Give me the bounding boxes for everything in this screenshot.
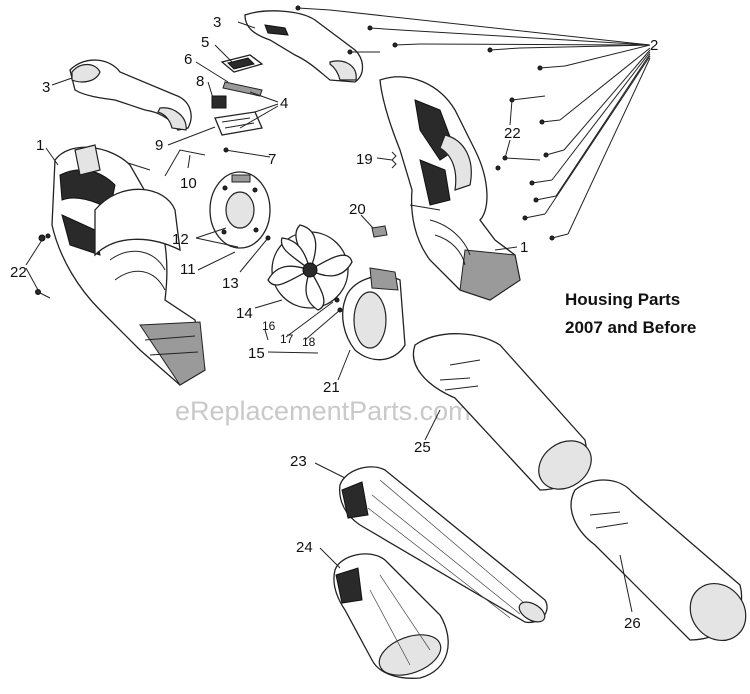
part-24-nozzle — [333, 553, 449, 679]
callout-25: 25 — [414, 439, 431, 456]
diagram-title-line2: 2007 and Before — [565, 318, 696, 337]
callout-26: 26 — [624, 615, 641, 632]
part-20-clip — [371, 225, 388, 238]
callout-7: 7 — [268, 151, 276, 168]
parts-15-18-hardware — [334, 297, 343, 313]
callout-22-left: 22 — [10, 264, 27, 281]
callout-18: 18 — [302, 335, 316, 349]
callout-2: 2 — [650, 37, 658, 54]
part-3-handle-top — [244, 10, 364, 83]
callout-numbers: 1 1 2 3 3 4 5 6 7 8 9 10 11 12 13 14 15 … — [10, 14, 658, 632]
callout-12: 12 — [172, 231, 189, 248]
part-8-switch — [211, 95, 227, 109]
watermark: eReplacementParts.com — [175, 396, 471, 426]
part-23-nozzle — [339, 466, 548, 624]
part-2-screws — [295, 5, 569, 241]
callout-20: 20 — [349, 201, 366, 218]
part-7-screw — [223, 147, 271, 158]
callout-19: 19 — [356, 151, 373, 168]
callout-24: 24 — [296, 539, 313, 556]
part-10-wire — [127, 149, 206, 177]
callout-1-left: 1 — [36, 137, 44, 154]
part-9-switch-plate — [214, 111, 263, 136]
callout-11: 11 — [180, 261, 196, 278]
leader-lines — [25, 9, 651, 613]
callout-3-top: 3 — [213, 14, 221, 31]
part-26-tube — [570, 479, 747, 642]
callout-10: 10 — [180, 175, 197, 192]
callout-3-left: 3 — [42, 79, 50, 96]
callout-15: 15 — [248, 345, 265, 362]
part-1-right-housing — [379, 76, 521, 301]
part-5-switch-cover — [220, 54, 264, 73]
part-1-left-housing — [51, 144, 206, 386]
part-22-screws-right — [495, 95, 546, 171]
callout-5: 5 — [201, 34, 209, 51]
callout-23: 23 — [290, 453, 307, 470]
callout-16: 16 — [262, 319, 276, 333]
callout-6: 6 — [184, 51, 192, 68]
callout-17: 17 — [280, 332, 294, 346]
callout-21: 21 — [323, 379, 340, 396]
part-3-handle-left — [69, 59, 192, 131]
part-14-fan — [267, 224, 353, 311]
callout-13: 13 — [222, 275, 239, 292]
part-25-tube — [412, 333, 592, 491]
callout-4: 4 — [280, 95, 288, 112]
callout-8: 8 — [196, 73, 204, 90]
part-21-collar — [342, 267, 406, 361]
callout-1-right: 1 — [520, 239, 528, 256]
callout-9: 9 — [155, 137, 163, 154]
callout-22-right: 22 — [504, 125, 521, 142]
diagram-title-line1: Housing Parts — [565, 290, 680, 309]
part-12-motor-plate — [209, 171, 271, 249]
callout-14: 14 — [236, 305, 253, 322]
part-22-screws-left — [35, 233, 51, 299]
part-19-spring — [391, 151, 397, 169]
